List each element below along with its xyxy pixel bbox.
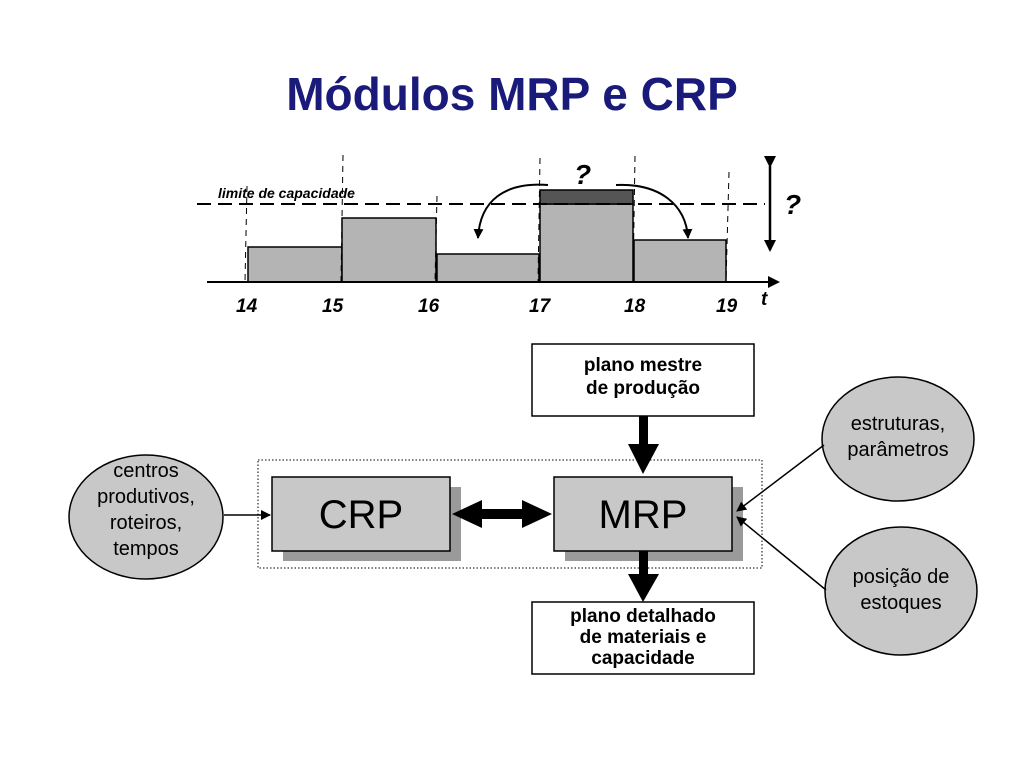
- mrp-label: MRP: [599, 493, 688, 537]
- capacity-limit-label: limite de capacidade: [218, 185, 355, 201]
- master-plan-label-1: plano mestre: [584, 355, 702, 376]
- master-plan-box: [531, 343, 755, 417]
- work-centers-label-4: tempos: [113, 538, 179, 560]
- slide-title: Módulos MRP e CRP: [286, 68, 738, 120]
- master-to-mrp-shaft: [639, 416, 648, 446]
- crp-module: [271, 476, 451, 552]
- period-line-17: [537, 157, 541, 283]
- work-centers-label-1: centros: [113, 460, 179, 482]
- crp-mrp-double-arrow: [452, 500, 552, 528]
- shift-back-arrow: [473, 183, 549, 239]
- period-line-14: [244, 185, 248, 283]
- detailed-plan-label-1: plano detalhado: [570, 606, 716, 627]
- master-plan-label-2: de produção: [586, 378, 700, 399]
- stock-position-label-2: estoques: [860, 592, 941, 614]
- stock-position-oval: [824, 526, 978, 656]
- load-bar-16-17: [436, 253, 540, 283]
- mrp-to-plan-shaft: [639, 551, 648, 577]
- tick-label-19: 19: [716, 296, 738, 317]
- crp-label: CRP: [319, 493, 403, 537]
- system-diagram: plano mestre de produção CRP MRP plano d…: [68, 343, 978, 675]
- tick-label-16: 16: [418, 296, 440, 317]
- period-line-16: [434, 195, 438, 283]
- structures-to-mrp-arrow: [736, 444, 825, 512]
- load-bar-14-15: [247, 246, 343, 283]
- work-centers-label-2: produtivos,: [97, 486, 195, 508]
- overload-segment: [539, 189, 634, 205]
- tick-label-15: 15: [322, 296, 344, 317]
- capacity-chart: limite de capacidade t 14 15 16 17 18 19…: [197, 154, 801, 317]
- work-centers-oval: [68, 454, 224, 580]
- tick-label-17: 17: [529, 296, 552, 317]
- shift-forward-arrow: [615, 183, 693, 239]
- stock-to-mrp-arrow: [736, 516, 827, 591]
- question-mark-capacity: ?: [784, 189, 801, 220]
- question-mark-shift: ?: [574, 159, 591, 190]
- structures-label-2: parâmetros: [847, 439, 948, 461]
- structures-oval: [821, 376, 975, 502]
- load-bar-18-19: [633, 239, 727, 283]
- detailed-plan-label-2: de materiais e: [580, 627, 707, 648]
- period-line-19: [725, 171, 730, 283]
- master-to-mrp-arrowhead: [628, 444, 659, 474]
- tick-label-14: 14: [236, 296, 258, 317]
- load-bar-17-18: [539, 203, 634, 283]
- detailed-plan-label-3: capacidade: [591, 648, 695, 669]
- time-axis-label: t: [761, 289, 768, 310]
- tick-label-18: 18: [624, 296, 646, 317]
- structures-label-1: estruturas,: [851, 413, 945, 435]
- mrp-to-plan-arrowhead: [628, 574, 659, 602]
- load-bar-15-16: [341, 217, 437, 283]
- detailed-plan-box: [531, 601, 755, 675]
- work-centers-label-3: roteiros,: [110, 512, 182, 534]
- system-boundary: [257, 459, 763, 569]
- stock-position-label-1: posição de: [853, 566, 950, 588]
